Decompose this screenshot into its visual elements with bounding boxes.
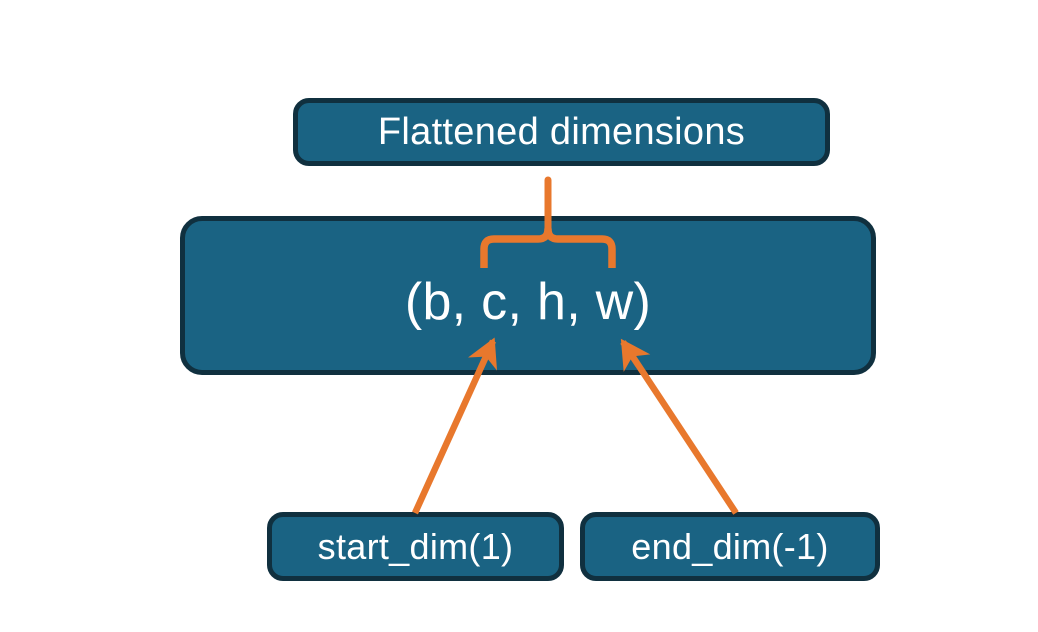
node-flattened-dimensions-label: Flattened dimensions xyxy=(377,110,746,153)
node-start-dim[interactable]: start_dim(1) xyxy=(267,512,564,581)
node-tensor-shape[interactable]: (b, c, h, w) xyxy=(180,216,876,375)
node-end-dim[interactable]: end_dim(-1) xyxy=(580,512,880,581)
node-end-dim-label: end_dim(-1) xyxy=(631,525,829,567)
node-flattened-dimensions[interactable]: Flattened dimensions xyxy=(293,98,830,166)
node-start-dim-label: start_dim(1) xyxy=(317,525,514,567)
node-tensor-shape-label: (b, c, h, w) xyxy=(404,272,652,331)
